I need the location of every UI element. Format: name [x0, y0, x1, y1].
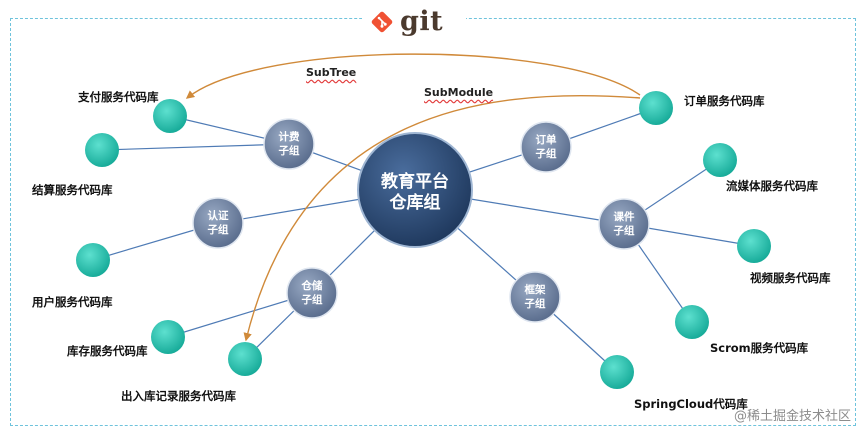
submodule-label: SubModule [424, 86, 494, 99]
group-label-course-line2: 子组 [613, 225, 635, 238]
group-label-frame: 框架 子组 [515, 283, 555, 311]
subtree-label: SubTree [306, 66, 357, 79]
repo-label-video: 视频服务代码库 [750, 271, 831, 285]
link-arrows [185, 53, 641, 342]
repo-node-stock[interactable] [151, 320, 185, 354]
repo-label-inout: 出入库记录服务代码库 [121, 389, 236, 403]
repo-node-spring[interactable] [600, 355, 634, 389]
repo-node-scrom[interactable] [675, 305, 709, 339]
group-label-store: 仓储 子组 [292, 279, 332, 307]
group-label-frame-line1: 框架 [524, 284, 546, 296]
repo-node-pay[interactable] [153, 99, 187, 133]
group-node-frame[interactable] [509, 271, 561, 323]
repo-node-inout[interactable] [228, 342, 262, 376]
repo-label-pay: 支付服务代码库 [78, 90, 159, 104]
repo-node-settle[interactable] [85, 133, 119, 167]
group-node-auth[interactable] [192, 197, 244, 249]
group-node-order[interactable] [520, 121, 572, 173]
repo-label-stock: 库存服务代码库 [67, 344, 148, 358]
repo-node-user[interactable] [76, 243, 110, 277]
group-label-store-line2: 子组 [301, 294, 323, 307]
group-label-settle: 计费 子组 [269, 130, 309, 158]
repo-label-settle: 结算服务代码库 [32, 183, 113, 197]
git-diamond-icon [371, 11, 393, 33]
hub-node[interactable] [357, 132, 473, 248]
git-logo: git [362, 4, 466, 42]
group-label-settle-line1: 计费 [278, 131, 300, 143]
repo-label-user: 用户服务代码库 [32, 295, 113, 309]
hub-label: 教育平台 仓库组 [366, 172, 464, 215]
group-node-settle[interactable] [263, 118, 315, 170]
submodule-arrow [243, 94, 641, 342]
group-label-course: 课件 子组 [604, 210, 644, 238]
group-node-store[interactable] [286, 267, 338, 319]
group-label-settle-line2: 子组 [278, 145, 300, 158]
group-node-course[interactable] [598, 198, 650, 250]
group-label-order-line2: 子组 [535, 148, 557, 161]
repo-label-media: 流媒体服务代码库 [726, 179, 818, 193]
repo-node-order[interactable] [639, 91, 673, 125]
git-logo-text: git [400, 6, 444, 37]
group-label-store-line1: 仓储 [301, 280, 323, 292]
group-label-auth-line2: 子组 [207, 224, 229, 237]
watermark: @稀土掘金技术社区 [733, 409, 851, 424]
repo-node-media[interactable] [703, 143, 737, 177]
group-label-course-line1: 课件 [613, 211, 635, 223]
group-label-auth-line1: 认证 [207, 210, 229, 222]
group-label-order-line1: 订单 [535, 134, 557, 146]
repo-label-order: 订单服务代码库 [684, 94, 765, 108]
repo-node-video[interactable] [737, 229, 771, 263]
repo-label-spring: SpringCloud代码库 [634, 397, 748, 411]
group-label-frame-line2: 子组 [524, 298, 546, 311]
group-label-auth: 认证 子组 [198, 209, 238, 237]
subtree-arrow [185, 53, 641, 99]
edge-settle-repo [101, 143, 290, 151]
group-label-order: 订单 子组 [526, 133, 566, 161]
hub-label-line1: 教育平台 [381, 172, 449, 192]
repo-label-scrom: Scrom服务代码库 [710, 341, 809, 355]
hub-label-line2: 仓库组 [389, 193, 441, 214]
